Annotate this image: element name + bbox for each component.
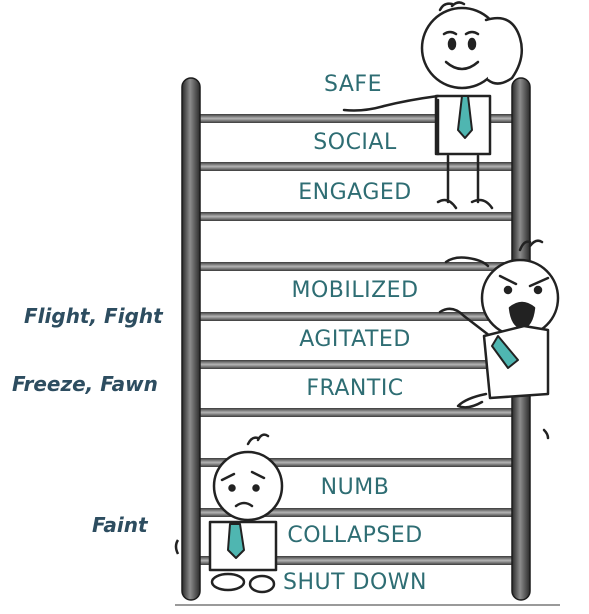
response-label-freeze-fawn: Freeze, Fawn xyxy=(12,372,158,396)
response-label-flight-fight: Flight, Fight xyxy=(24,304,163,328)
response-label-faint: Faint xyxy=(92,513,148,537)
state-label-agitated: AGITATED xyxy=(299,327,411,352)
angry-person-icon xyxy=(438,239,560,440)
rung xyxy=(196,162,516,171)
floor-stub xyxy=(174,539,180,555)
state-label-safe: SAFE xyxy=(324,72,382,97)
sad-person-icon xyxy=(208,433,284,594)
rung xyxy=(196,312,516,321)
state-label-frantic: FRANTIC xyxy=(306,376,404,401)
state-label-collapsed: COLLAPSED xyxy=(287,523,423,548)
state-label-engaged: ENGAGED xyxy=(298,180,412,205)
ladder-left-rail xyxy=(181,77,201,601)
rung xyxy=(196,212,516,221)
state-label-numb: NUMB xyxy=(320,475,390,500)
state-label-social: SOCIAL xyxy=(313,130,397,155)
state-label-shut-down: SHUT DOWN xyxy=(282,570,427,595)
rung xyxy=(196,262,516,271)
rung xyxy=(196,508,516,517)
happy-person-icon xyxy=(342,1,523,210)
rung xyxy=(196,408,516,417)
rung xyxy=(196,360,516,369)
state-label-mobilized: MOBILIZED xyxy=(291,278,419,303)
